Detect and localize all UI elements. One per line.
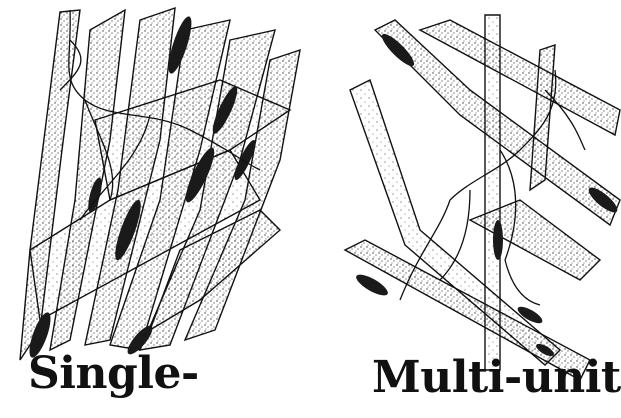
single-unit-smooth-muscle <box>20 8 300 360</box>
multi-unit-smooth-muscle <box>345 15 620 380</box>
single-unit-label: Single- <box>28 352 199 396</box>
multi-unit-label: Multi-unit <box>372 356 621 400</box>
